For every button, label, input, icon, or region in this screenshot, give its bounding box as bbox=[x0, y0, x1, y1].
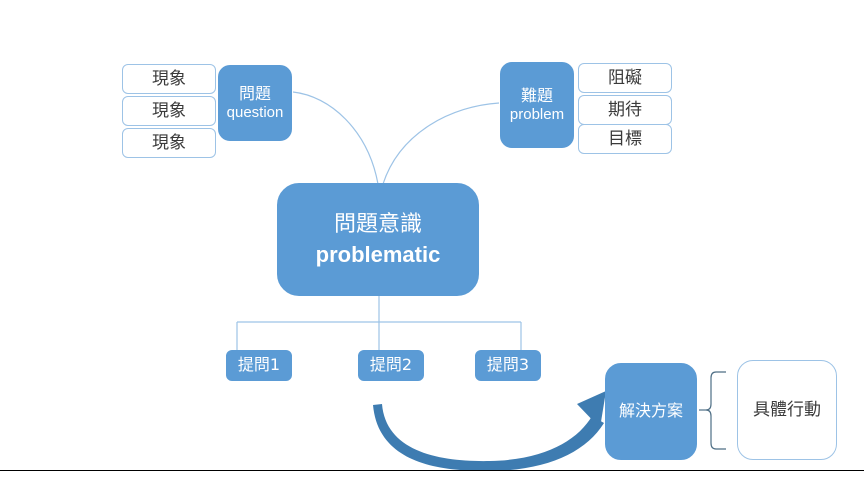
right-item-2[interactable]: 期待 bbox=[578, 95, 672, 125]
hub-problem-latin: problem bbox=[509, 105, 565, 123]
question-box-2-label: 提問2 bbox=[369, 355, 413, 375]
right-item-2-label: 期待 bbox=[608, 99, 642, 120]
right-item-3-label: 目標 bbox=[608, 128, 642, 149]
left-item-3-label: 現象 bbox=[152, 132, 186, 153]
bottom-rule bbox=[0, 470, 864, 471]
right-item-3[interactable]: 目標 bbox=[578, 124, 672, 154]
hub-problem-cjk: 難題 bbox=[520, 85, 553, 105]
action-node-label: 具體行動 bbox=[753, 399, 821, 420]
left-item-2[interactable]: 現象 bbox=[122, 96, 216, 126]
central-node-problematic[interactable]: 問題意識 problematic bbox=[277, 183, 479, 296]
left-item-3[interactable]: 現象 bbox=[122, 128, 216, 158]
question-box-3[interactable]: 提問3 bbox=[475, 350, 541, 381]
curly-brace-solution-to-action bbox=[699, 371, 726, 450]
question-box-3-label: 提問3 bbox=[486, 355, 530, 375]
question-box-1-label: 提問1 bbox=[237, 355, 281, 375]
action-node[interactable]: 具體行動 bbox=[737, 360, 837, 460]
solution-node[interactable]: 解決方案 bbox=[605, 363, 697, 460]
curved-arrow-to-solution bbox=[373, 391, 606, 472]
right-item-1[interactable]: 阻礙 bbox=[578, 63, 672, 93]
hub-question[interactable]: 問題 question bbox=[218, 65, 292, 141]
curve-problem-to-problematic bbox=[382, 102, 500, 185]
left-item-1-label: 現象 bbox=[152, 68, 186, 89]
hub-question-latin: question bbox=[226, 103, 284, 121]
tree-problematic-to-questions bbox=[236, 295, 522, 350]
right-item-1-label: 阻礙 bbox=[608, 67, 642, 88]
central-node-latin: problematic bbox=[315, 241, 441, 267]
question-box-2[interactable]: 提問2 bbox=[358, 350, 424, 381]
curve-question-to-problematic bbox=[292, 91, 379, 185]
left-item-1[interactable]: 現象 bbox=[122, 64, 216, 94]
question-box-1[interactable]: 提問1 bbox=[226, 350, 292, 381]
central-node-cjk: 問題意識 bbox=[333, 211, 422, 237]
left-item-2-label: 現象 bbox=[152, 100, 186, 121]
solution-node-label: 解決方案 bbox=[618, 401, 683, 421]
hub-problem[interactable]: 難題 problem bbox=[500, 62, 574, 148]
hub-question-cjk: 問題 bbox=[238, 83, 271, 103]
